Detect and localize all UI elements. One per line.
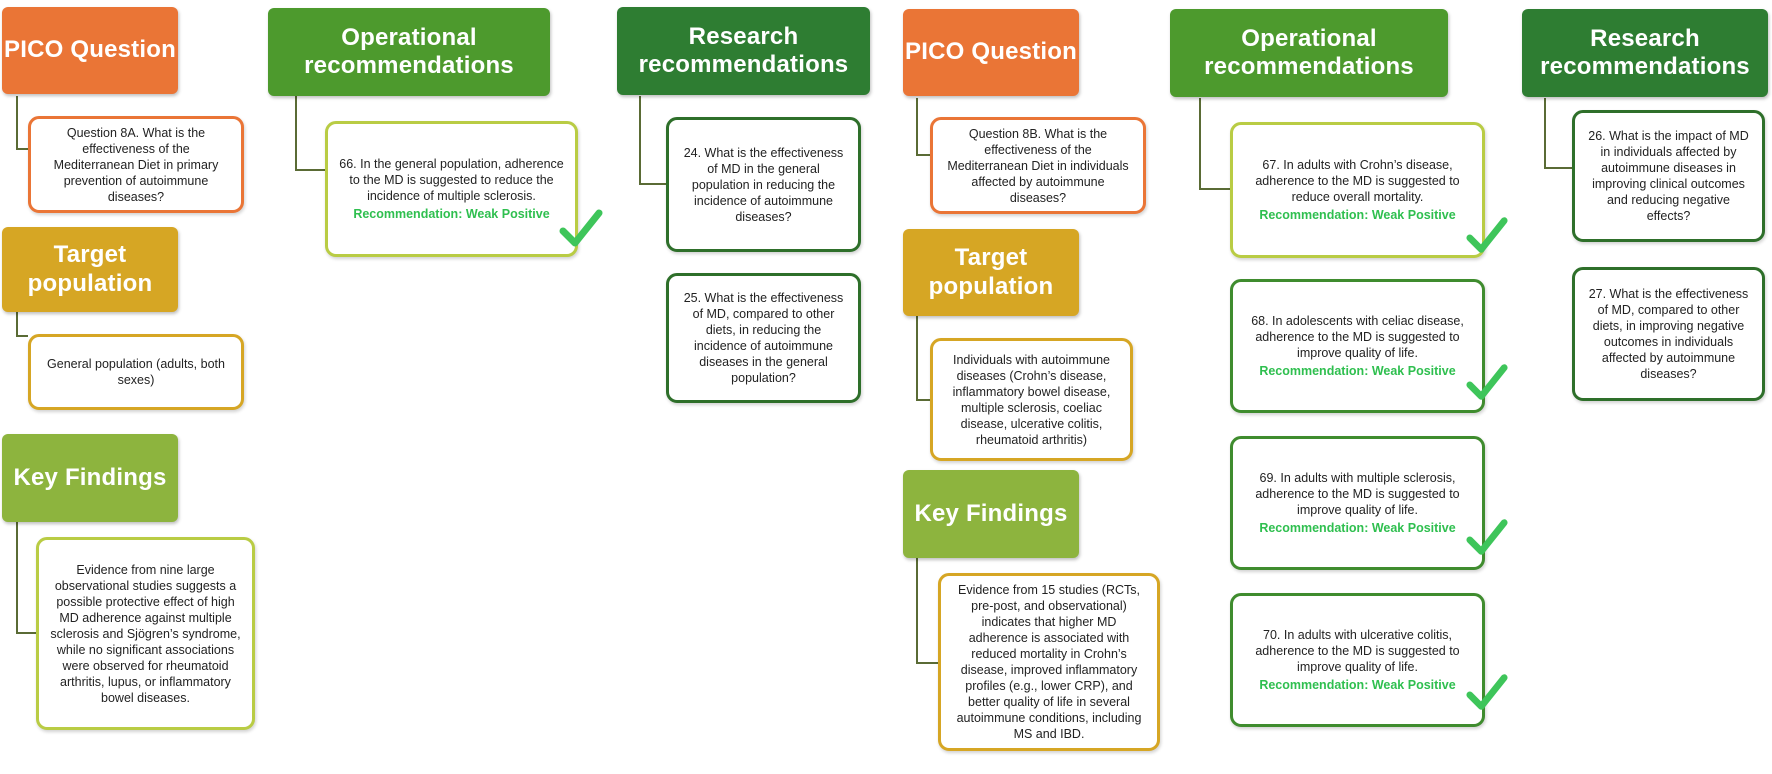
- check-icon: [1466, 519, 1508, 555]
- target-population-8a: General population (adults, both sexes): [28, 334, 244, 410]
- check-icon: [1466, 364, 1508, 400]
- pico-question-text: Question 8B. What is the effectiveness o…: [947, 126, 1129, 205]
- research-header-8a: Research recommendations: [617, 7, 870, 95]
- research-rec-26: 26. What is the impact of MD in individu…: [1572, 110, 1765, 242]
- operational-rec-text: 67. In adults with Crohn’s disease, adhe…: [1255, 158, 1460, 204]
- operational-rec-69: 69. In adults with multiple sclerosis, a…: [1230, 436, 1485, 570]
- research-rec-text: 24. What is the effectiveness of MD in t…: [683, 145, 844, 224]
- pico-header-8b: PICO Question: [903, 9, 1079, 96]
- target-population-8b: Individuals with autoimmune diseases (Cr…: [930, 338, 1133, 461]
- operational-rec-text: 69. In adults with multiple sclerosis, a…: [1255, 471, 1460, 517]
- operational-rec-66: 66. In the general population, adherence…: [325, 121, 578, 257]
- operational-rec-text: 68. In adolescents with celiac disease, …: [1251, 314, 1464, 360]
- research-rec-27: 27. What is the effectiveness of MD, com…: [1572, 267, 1765, 401]
- key-findings-8b: Evidence from 15 studies (RCTs, pre-post…: [938, 573, 1160, 751]
- check-icon: [1466, 674, 1508, 710]
- recommendation-label: Recommendation: Weak Positive: [353, 207, 550, 221]
- research-header-8b: Research recommendations: [1522, 9, 1768, 97]
- operational-rec-67: 67. In adults with Crohn’s disease, adhe…: [1230, 122, 1485, 258]
- research-rec-text: 27. What is the effectiveness of MD, com…: [1588, 287, 1749, 381]
- pico-question-8b: Question 8B. What is the effectiveness o…: [930, 117, 1146, 214]
- pico-header-8a: PICO Question: [2, 7, 178, 94]
- pico-question-8a: Question 8A. What is the effectiveness o…: [28, 116, 244, 213]
- target-text: General population (adults, both sexes): [47, 357, 225, 387]
- operational-header-8b: Operational recommendations: [1170, 9, 1448, 97]
- check-icon: [1466, 217, 1508, 253]
- research-rec-24: 24. What is the effectiveness of MD in t…: [666, 117, 861, 252]
- target-header-8b: Target population: [903, 229, 1079, 316]
- operational-rec-text: 66. In the general population, adherence…: [339, 157, 564, 203]
- findings-header-8b: Key Findings: [903, 470, 1079, 558]
- operational-rec-text: 70. In adults with ulcerative colitis, a…: [1255, 628, 1460, 674]
- operational-rec-68: 68. In adolescents with celiac disease, …: [1230, 279, 1485, 413]
- target-text: Individuals with autoimmune diseases (Cr…: [952, 352, 1111, 447]
- key-findings-8a: Evidence from nine large observational s…: [36, 537, 255, 730]
- recommendation-label: Recommendation: Weak Positive: [1259, 678, 1456, 692]
- recommendation-label: Recommendation: Weak Positive: [1259, 364, 1456, 378]
- recommendation-label: Recommendation: Weak Positive: [1259, 521, 1456, 535]
- research-rec-text: 25. What is the effectiveness of MD, com…: [683, 291, 844, 385]
- research-rec-text: 26. What is the impact of MD in individu…: [1588, 129, 1749, 223]
- operational-rec-70: 70. In adults with ulcerative colitis, a…: [1230, 593, 1485, 727]
- findings-header-8a: Key Findings: [2, 434, 178, 522]
- operational-header-8a: Operational recommendations: [268, 8, 550, 96]
- recommendation-label: Recommendation: Weak Positive: [1259, 208, 1456, 222]
- pico-question-text: Question 8A. What is the effectiveness o…: [53, 125, 219, 204]
- findings-text: Evidence from nine large observational s…: [50, 562, 241, 705]
- check-icon: [559, 209, 603, 247]
- target-header-8a: Target population: [2, 227, 178, 312]
- findings-text: Evidence from 15 studies (RCTs, pre-post…: [956, 583, 1142, 741]
- research-rec-25: 25. What is the effectiveness of MD, com…: [666, 273, 861, 403]
